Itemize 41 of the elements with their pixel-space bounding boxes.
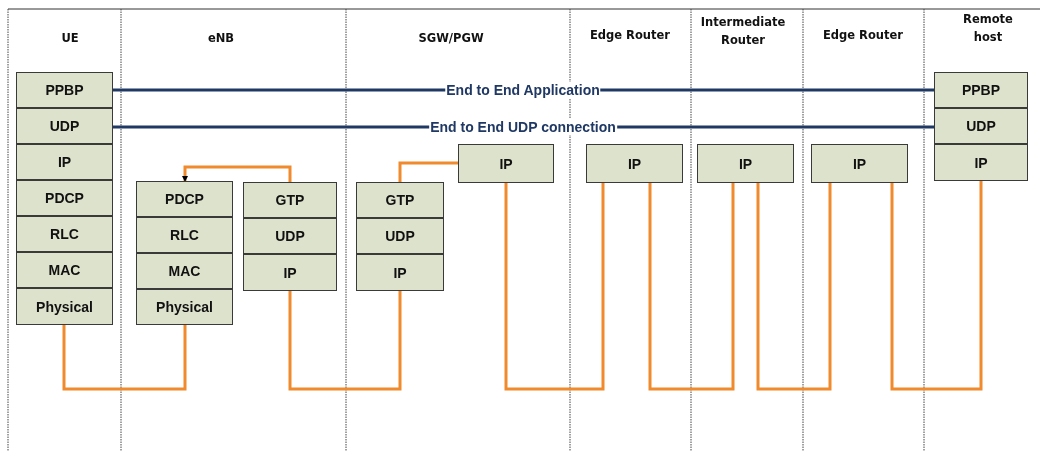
protocol-layer-box: PPBP [16, 72, 113, 108]
arrow [182, 165, 292, 182]
protocol-layer-box: IP [356, 254, 444, 291]
protocol-layer-box: MAC [136, 253, 233, 289]
protocol-layer-box: IP [934, 144, 1028, 181]
protocol-layer-box: IP [458, 144, 554, 183]
connector-line [890, 181, 983, 391]
protocol-layer-box: PPBP [934, 72, 1028, 108]
protocol-layer-box: Physical [136, 289, 233, 325]
protocol-layer-box: IP [811, 144, 908, 183]
protocol-layer-box: IP [697, 144, 794, 183]
protocol-layer-box: Physical [16, 288, 113, 325]
protocol-layer-box: MAC [16, 252, 113, 288]
protocol-layer-box: UDP [16, 108, 113, 144]
protocol-layer-box: PDCP [16, 180, 113, 216]
protocol-layer-box: UDP [356, 218, 444, 254]
edge-label: End to End Application [445, 82, 601, 98]
connector-line [756, 183, 832, 391]
column-header: eNB [206, 30, 236, 47]
column-header: Edge Router [821, 27, 904, 44]
connector-line [504, 183, 605, 391]
protocol-layer-box: GTP [243, 182, 337, 218]
protocol-layer-box: PDCP [136, 181, 233, 217]
column-header: SGW/PGW [417, 30, 485, 47]
connector-line [398, 161, 458, 182]
protocol-layer-box: UDP [934, 108, 1028, 144]
edge-label: End to End UDP connection [429, 119, 617, 135]
column-header: Intermediate Router [699, 14, 787, 50]
protocol-layer-box: GTP [356, 182, 444, 218]
column-header: UE [60, 30, 80, 47]
protocol-layer-box: RLC [16, 216, 113, 252]
connector-line [648, 183, 735, 391]
column-header: Remote host [962, 11, 1014, 47]
protocol-layer-box: UDP [243, 218, 337, 254]
protocol-layer-box: IP [586, 144, 683, 183]
protocol-layer-box: RLC [136, 217, 233, 253]
connector-line [62, 325, 187, 391]
column-header: Edge Router [588, 27, 671, 44]
protocol-layer-box: IP [16, 144, 113, 180]
connector-line [288, 291, 402, 391]
protocol-layer-box: IP [243, 254, 337, 291]
